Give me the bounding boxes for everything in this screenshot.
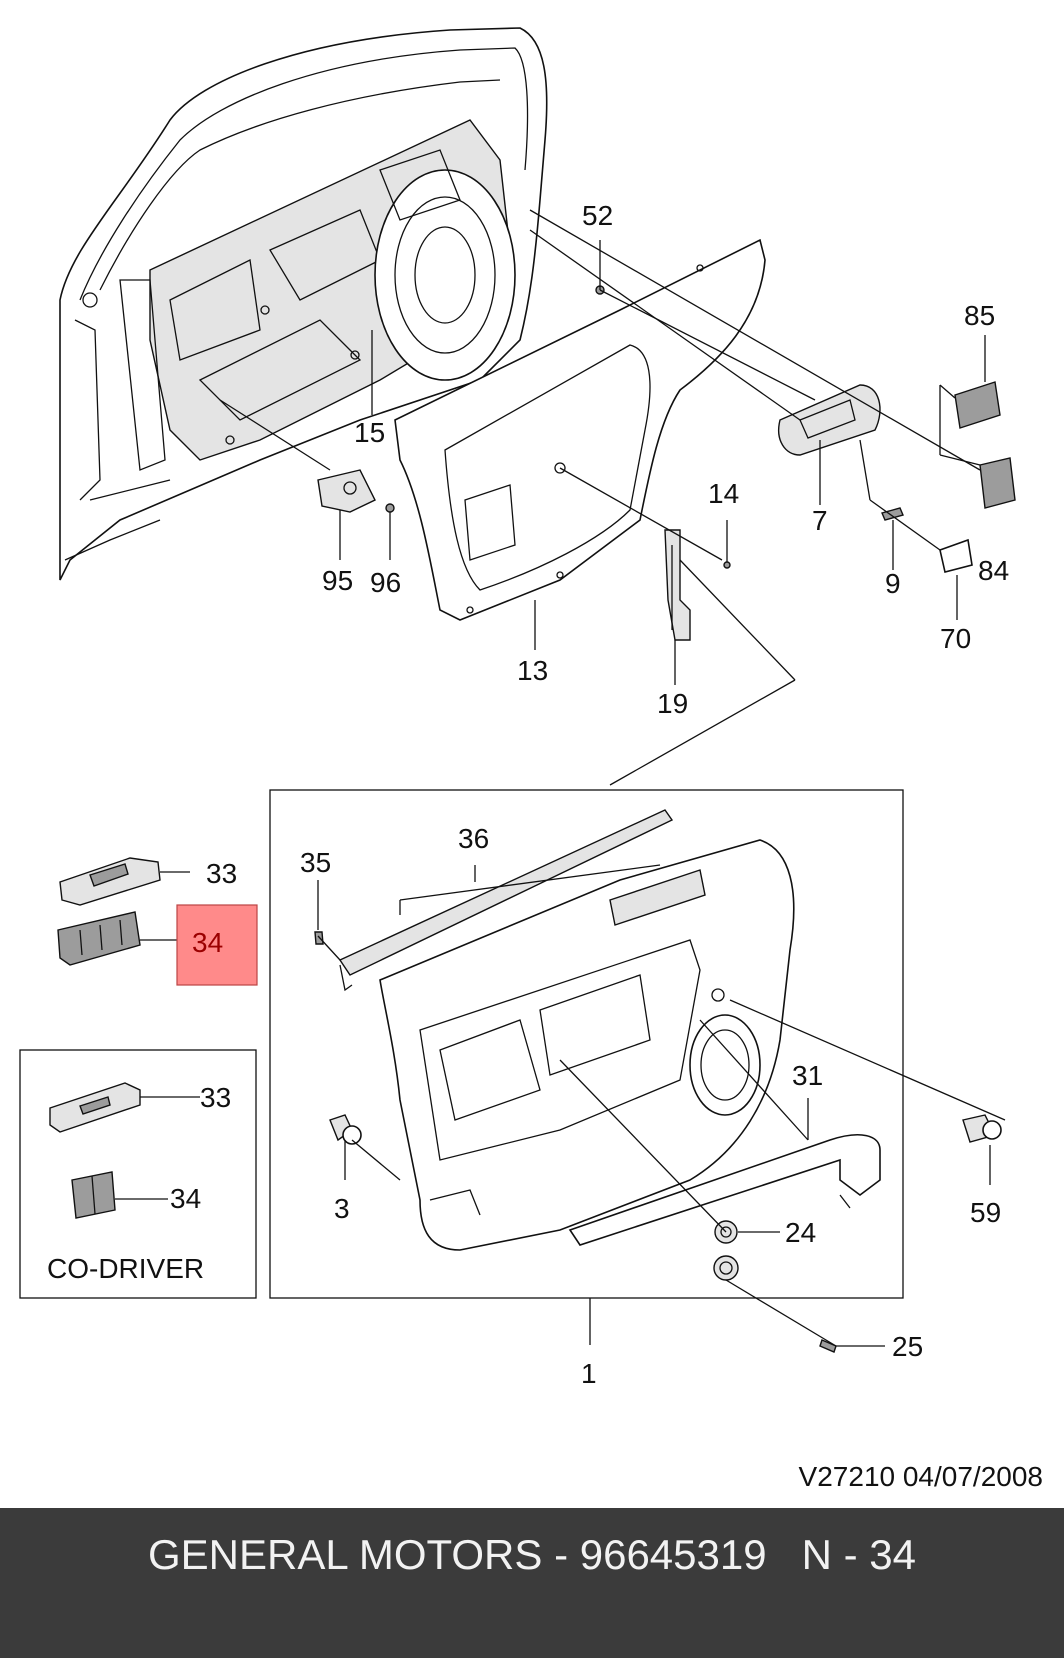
- footer-part-number: GENERAL MOTORS - 96645319 N - 34: [148, 1531, 916, 1578]
- leader-lines-top: [219, 209, 986, 786]
- label-59: 59: [970, 1197, 1001, 1228]
- leader-lines-bottom: [317, 864, 1006, 1347]
- label-19: 19: [657, 688, 688, 719]
- label-13: 13: [517, 655, 548, 686]
- driver-switch-unit: [57, 911, 141, 966]
- label-15: 15: [354, 417, 385, 448]
- label-36: 36: [458, 823, 489, 854]
- driver-switch-bezel: [59, 857, 161, 906]
- label-96: 96: [370, 567, 401, 598]
- window-bracket: [664, 529, 691, 641]
- door-frame-drawing: [59, 27, 548, 581]
- label-35: 35: [300, 847, 331, 878]
- label-33-driver: 33: [206, 858, 237, 889]
- clip-24: [713, 1220, 739, 1281]
- label-84: 84: [978, 555, 1009, 586]
- footer-bar: GENERAL MOTORS - 96645319 N - 34: [0, 1508, 1064, 1658]
- label-85: 85: [964, 300, 995, 331]
- label-31: 31: [792, 1060, 823, 1091]
- label-24: 24: [785, 1217, 816, 1248]
- door-trim-panel: [379, 839, 795, 1251]
- screw-14: [723, 561, 731, 569]
- label-34-driver: 34: [192, 927, 223, 958]
- label-52: 52: [582, 200, 613, 231]
- armrest-strip: [568, 1134, 881, 1246]
- clip-96: [385, 503, 395, 513]
- label-14: 14: [708, 478, 739, 509]
- switch-85: [954, 381, 1001, 429]
- label-1: 1: [581, 1358, 597, 1389]
- label-70: 70: [940, 623, 971, 654]
- highlight-box-34: [176, 904, 258, 986]
- screw-9: [881, 507, 904, 521]
- cap-70: [939, 538, 973, 573]
- belt-molding: [338, 809, 674, 992]
- part-labels: 52 85 15 7 14 84 95 96 9 70 13 19 36 35 …: [47, 200, 1043, 1492]
- label-9: 9: [885, 568, 901, 599]
- label-3: 3: [334, 1193, 350, 1224]
- label-33-codriver: 33: [200, 1082, 231, 1113]
- door-trim-board: [394, 238, 766, 621]
- clip-3: [329, 1114, 362, 1145]
- codriver-switch-bezel: [49, 1082, 141, 1133]
- actuator-95: [317, 469, 376, 513]
- switch-84: [979, 457, 1016, 509]
- label-25: 25: [892, 1331, 923, 1362]
- label-95: 95: [322, 565, 353, 596]
- parts-diagram: 52 85 15 7 14 84 95 96 9 70 13 19 36 35 …: [19, 27, 1043, 1492]
- clip-59: [962, 1114, 1002, 1143]
- screw-25: [819, 1339, 837, 1353]
- codriver-box: [19, 1049, 257, 1299]
- label-7: 7: [812, 505, 828, 536]
- codriver-switch-unit: [71, 1171, 116, 1219]
- label-34-codriver: 34: [170, 1183, 201, 1214]
- door-handle: [778, 384, 881, 456]
- trim-panel-box: [269, 789, 904, 1299]
- codriver-caption: CO-DRIVER: [47, 1253, 204, 1284]
- drawing-code-date: V27210 04/07/2008: [799, 1461, 1043, 1492]
